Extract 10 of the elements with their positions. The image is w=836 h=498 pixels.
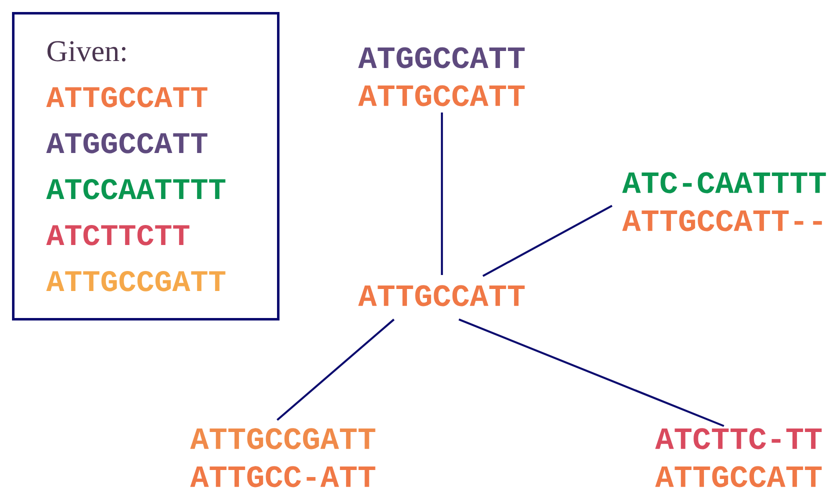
- sequence-label: ATTGCCGATT ATTGCC-ATT: [190, 428, 376, 488]
- connector-line: [482, 204, 612, 277]
- sequence-label: ATC-CAATTTT ATTGCCATT--: [622, 172, 826, 232]
- given-box: Given: ATTGCCATT ATGGCCATT ATCCAATTTT ATCTTCTT ATTGCCGATT: [12, 12, 280, 320]
- sequence-label: ATCTTC-TT ATTGCCATT: [655, 428, 822, 488]
- connector-line: [276, 318, 395, 421]
- sequence-label: ATTGCCATT: [358, 285, 525, 306]
- sequence-label: ATGGCCATT ATTGCCATT: [358, 47, 525, 106]
- connector-line: [458, 318, 724, 427]
- connector-line: [440, 112, 443, 275]
